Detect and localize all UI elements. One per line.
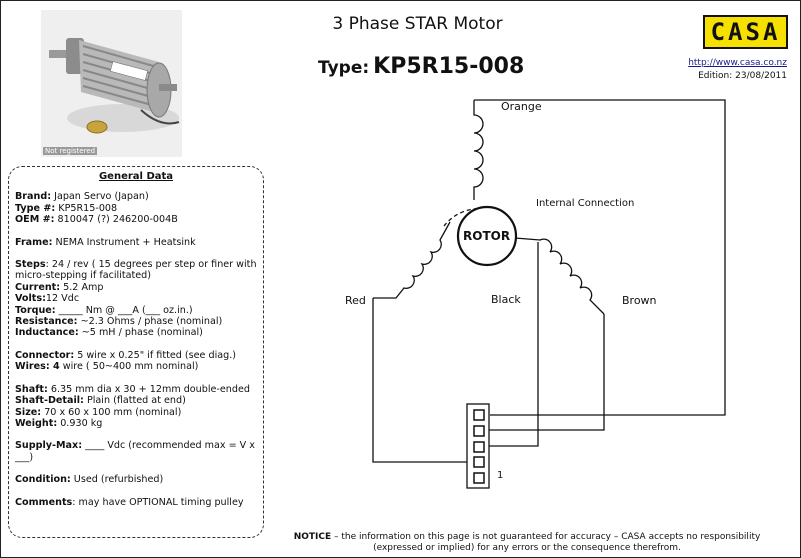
general-data-title: General Data (98, 171, 174, 182)
frame-row: Frame: NEMA Instrument + Heatsink (15, 236, 196, 248)
connector-pin (473, 409, 485, 421)
motor-image (41, 10, 182, 157)
connector-pin (473, 441, 485, 453)
orange-coil (473, 100, 484, 200)
torque-row: Torque: _____ Nm @ ___A (___ oz.in.) (15, 304, 193, 316)
general-data-panel: General Data Brand: Japan Servo (Japan) … (8, 166, 264, 538)
brown-wire (488, 314, 605, 431)
type-label: Type: (318, 58, 370, 78)
edition-date: Edition: 23/08/2011 (698, 71, 787, 81)
connector-pin (473, 472, 485, 484)
rotor-circle (456, 205, 518, 267)
comments-row: Comments: may have OPTIONAL timing pulle… (15, 496, 244, 508)
brand-row: Brand: Japan Servo (Japan) (15, 191, 149, 203)
pin-one-label: 1 (497, 470, 504, 481)
motor-photo: Not registered (41, 10, 182, 157)
website-link[interactable]: http://www.casa.co.nz (688, 58, 787, 68)
type-value: KP5R15-008 (373, 54, 525, 79)
red-wire (372, 298, 488, 463)
rotor-label: ROTOR (463, 229, 511, 243)
size-row: Size: 70 x 60 x 100 mm (nominal) (15, 406, 182, 418)
notice-text: NOTICE – the information on this page is… (293, 532, 761, 553)
connector-pin (473, 456, 485, 468)
steps-row: Steps: 24 / rev ( 15 degrees per step or… (15, 259, 257, 282)
supply-max-row: Supply-Max: ____ Vdc (recommended max = … (15, 440, 255, 463)
brown-coil (514, 237, 605, 315)
type-line: Type:KP5R15-008 (318, 54, 524, 79)
orange-wire (474, 99, 726, 416)
inductance-row: Inductance: ~5 mH / phase (nominal) (15, 327, 203, 339)
red-label: Red (345, 294, 366, 307)
type-number-row: Type #: KP5R15-008 (15, 202, 118, 214)
weight-row: Weight: 0.930 kg (15, 417, 103, 429)
photo-watermark: Not registered (43, 147, 98, 155)
connector-row: Connector: 5 wire x 0.25" if fitted (see… (15, 349, 236, 361)
page-title: 3 Phase STAR Motor (332, 14, 503, 34)
black-wire (488, 242, 539, 447)
current-row: Current: 5.2 Amp (15, 281, 104, 293)
orange-label: Orange (501, 100, 542, 113)
red-coil (373, 221, 451, 299)
internal-connection-label: Internal Connection (536, 198, 635, 209)
shaft-row: Shaft: 6.35 mm dia x 30 + 12mm double-en… (15, 383, 250, 395)
volts-row: Volts:12 Vdc (15, 293, 80, 305)
connector-pin (473, 425, 485, 437)
black-label: Black (491, 293, 521, 306)
oem-row: OEM #: 810047 (?) 246200-004B (15, 214, 178, 226)
resistance-row: Resistance: ~2.3 Ohms / phase (nominal) (15, 316, 223, 328)
wires-row: Wires: 4 wire ( 50~400 mm nominal) (15, 361, 199, 373)
condition-row: Condition: Used (refurbished) (15, 474, 164, 486)
shaft-detail-row: Shaft-Detail: Plain (flatted at end) (15, 395, 186, 407)
brown-label: Brown (622, 294, 657, 307)
casa-logo: CASA (703, 15, 788, 49)
